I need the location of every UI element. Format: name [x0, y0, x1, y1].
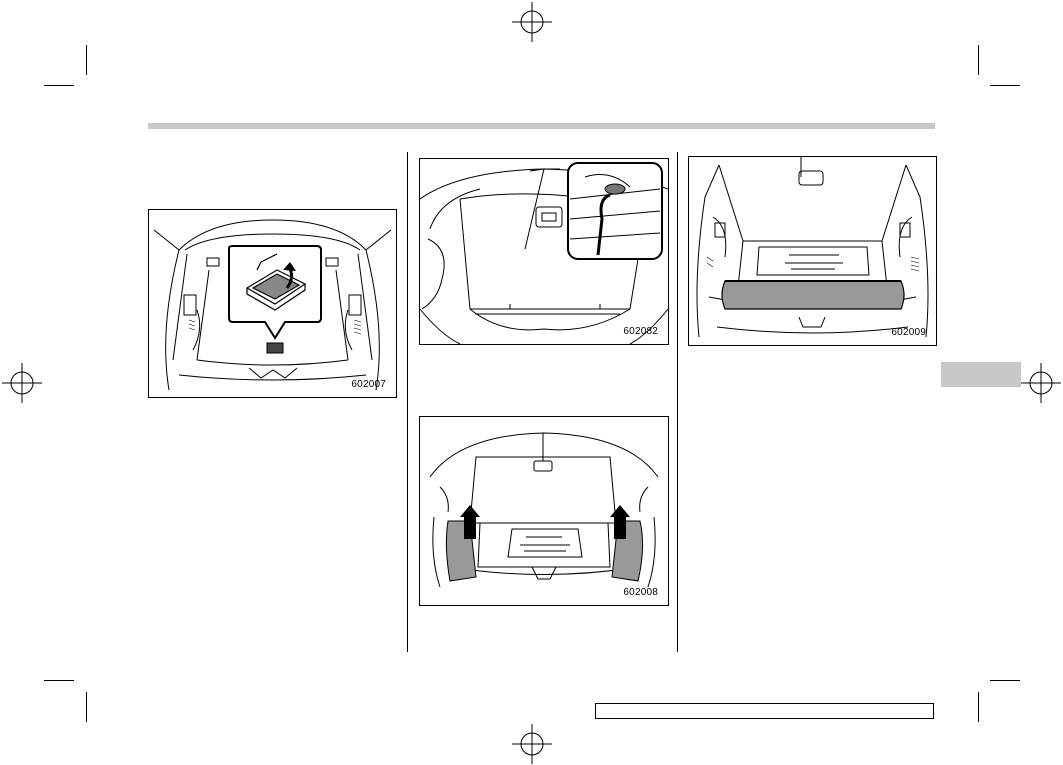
hook-detail-callout — [567, 162, 663, 260]
floor-handle — [266, 342, 284, 354]
crop-mark-bottom-right-h — [990, 680, 1020, 681]
figure-cargo-floor-handle: 602007 — [148, 209, 397, 398]
cargo-area-illustration — [153, 219, 392, 391]
cross-hatch-speakers — [706, 256, 920, 272]
crop-mark-bottom-left-v — [86, 692, 87, 722]
cargo-floor-open-illustration — [429, 432, 659, 588]
registration-mark-left — [2, 363, 42, 403]
crop-mark-bottom-right-v — [978, 692, 979, 722]
crop-mark-top-right-h — [990, 85, 1020, 86]
figure-cover-stowed: 602009 — [688, 156, 937, 346]
figure-label: 602008 — [623, 587, 658, 598]
crop-mark-top-left-h — [44, 85, 74, 86]
detail-callout — [228, 245, 322, 340]
registration-mark-right — [1021, 363, 1061, 403]
column-divider-2 — [677, 152, 678, 652]
cross-hatch-left-speaker — [188, 319, 196, 331]
cross-hatch-right-speaker — [353, 319, 362, 335]
figure-remove-side-covers: 602008 — [419, 416, 669, 606]
header-rule — [148, 123, 935, 129]
registration-mark-bottom — [512, 724, 552, 764]
column-divider-1 — [407, 152, 408, 652]
figure-cover-hook: 602082 — [419, 158, 669, 345]
crop-mark-top-left-v — [86, 45, 87, 75]
section-tab — [941, 362, 1021, 387]
figure-label: 602009 — [891, 327, 926, 338]
figure-label: 602007 — [351, 379, 386, 390]
cover-storage-illustration — [696, 157, 929, 338]
crop-mark-bottom-left-h — [44, 680, 74, 681]
crop-mark-top-right-v — [978, 45, 979, 75]
arrow-up-right — [610, 505, 630, 539]
figure-label: 602082 — [623, 326, 658, 337]
footer-box — [595, 703, 934, 719]
cargo-cover-hook-illustration — [420, 162, 668, 344]
registration-mark-top — [512, 2, 552, 42]
arrow-up-left — [460, 505, 480, 539]
stowed-cargo-cover — [721, 280, 905, 310]
